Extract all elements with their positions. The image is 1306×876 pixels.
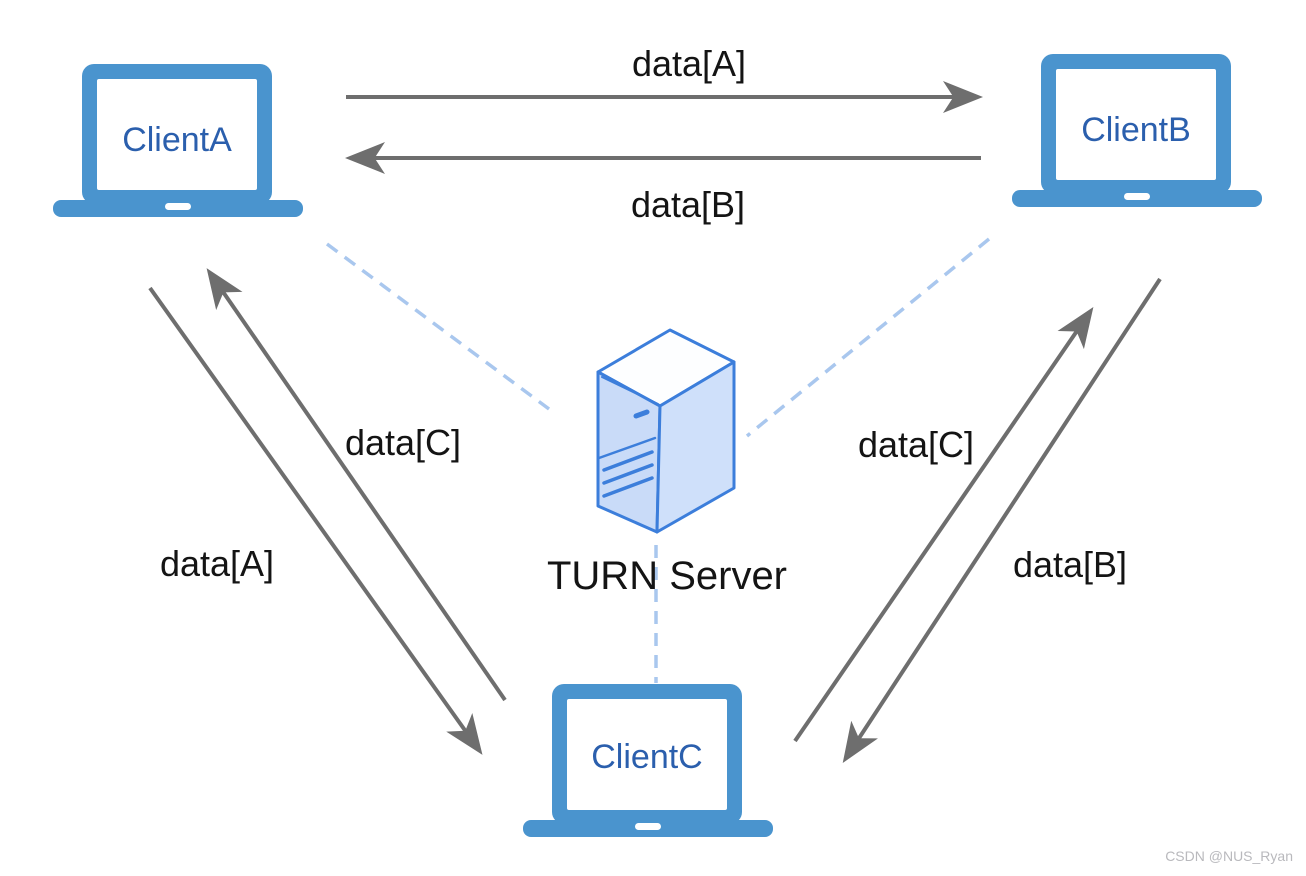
client-c-label: ClientC bbox=[591, 738, 703, 776]
edge-label-data-b-right: data[B] bbox=[1012, 544, 1128, 585]
dashed-link-clienta-server bbox=[325, 242, 551, 411]
arrow-clienta-to-clientc bbox=[148, 286, 483, 755]
arrow-clientb-to-clientc bbox=[842, 277, 1162, 764]
edge-label-data-a-left: data[A] bbox=[159, 543, 275, 584]
edge-label-data-c-right: data[C] bbox=[857, 424, 975, 465]
edge-label-data-c-left: data[C] bbox=[344, 422, 462, 463]
watermark-text: CSDN @NUS_Ryan bbox=[1165, 848, 1293, 864]
arrow-clientc-to-clienta bbox=[206, 268, 507, 702]
arrow-clientc-to-clientb bbox=[793, 307, 1094, 743]
server-tower-icon bbox=[596, 328, 736, 534]
dashed-link-clientb-server bbox=[745, 237, 991, 438]
client-a-label: ClientA bbox=[122, 121, 232, 159]
edge-label-data-a-top: data[A] bbox=[631, 43, 747, 84]
edge-label-data-b-top: data[B] bbox=[630, 184, 746, 225]
turn-server-label: TURN Server bbox=[546, 554, 788, 598]
client-b-label: ClientB bbox=[1081, 111, 1191, 149]
